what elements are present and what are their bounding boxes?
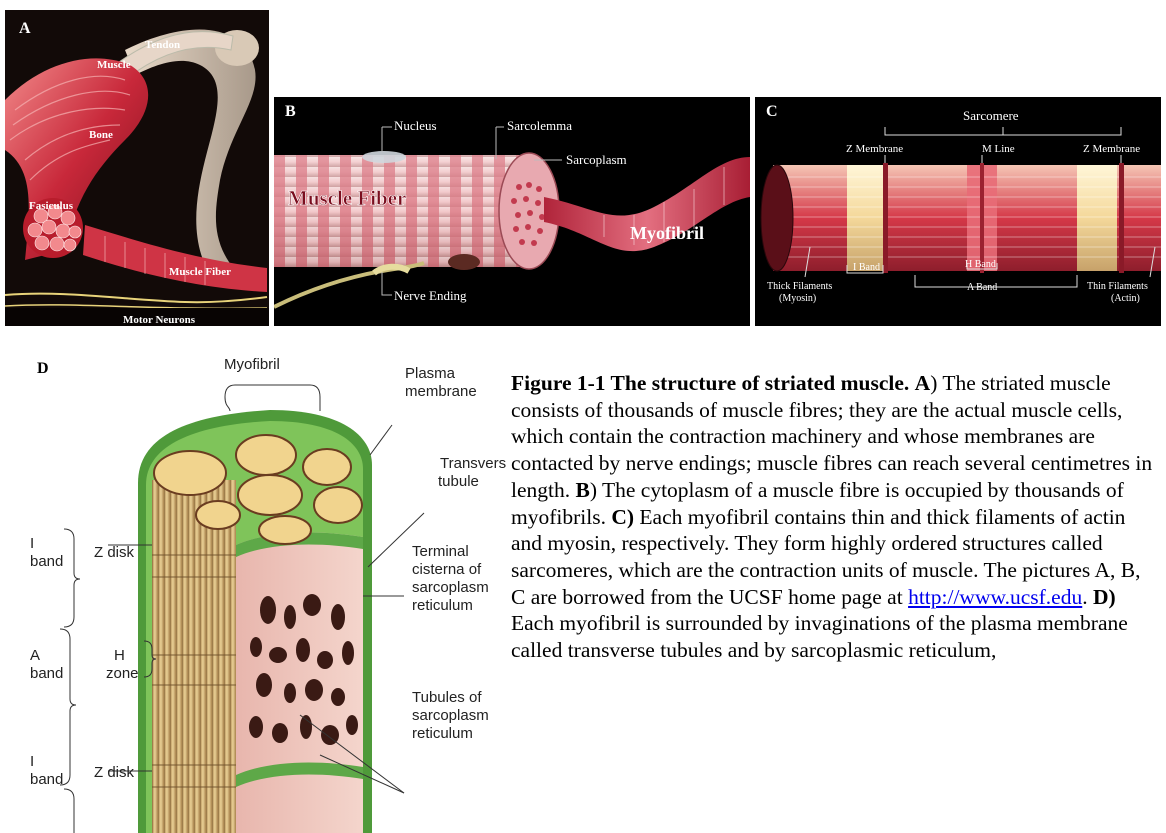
label-terminal-cisterna-4: reticulum — [412, 597, 473, 614]
caption-d-letter: D) — [1093, 585, 1116, 609]
muscle-fiber-illustration: Nucleus Sarcolemma Sarcoplasm Muscle Fib… — [274, 97, 750, 326]
label-i-band-bottom-1: I — [30, 753, 34, 770]
panel-d-image: D Myofibril Plasma membrane Transvers tu… — [20, 355, 510, 833]
caption-a-letter: A — [915, 371, 931, 395]
label-a-band-2: band — [30, 665, 63, 682]
label-motor-neurons: Motor Neurons — [123, 314, 196, 326]
caption-d-text: Each myofibril is surrounded by invagina… — [511, 611, 1128, 662]
label-i-band-top-2: band — [30, 553, 63, 570]
label-transverse-tubule-1: Transvers — [440, 455, 506, 472]
label-muscle-fiber: Muscle Fiber — [288, 186, 406, 210]
label-h-band: H Band — [965, 259, 996, 270]
label-bone: Bone — [89, 129, 113, 141]
caption-after-link: . — [1082, 585, 1087, 609]
label-i-band: I Band — [853, 262, 880, 273]
figure-caption: Figure 1-1 The structure of striated mus… — [511, 370, 1156, 664]
label-myosin: (Myosin) — [779, 293, 816, 304]
sarcomere-illustration: Sarcomere Z Membrane M Line Z Membrane I… — [755, 97, 1161, 326]
label-z-membrane-right: Z Membrane — [1083, 143, 1140, 155]
label-h-zone-1: H — [114, 647, 125, 664]
label-tubules-1: Tubules of — [412, 689, 482, 706]
label-terminal-cisterna-2: cisterna of — [412, 561, 481, 578]
label-nerve-ending: Nerve Ending — [394, 288, 467, 303]
label-thick-filaments: Thick Filaments — [767, 281, 832, 292]
panel-b-image: Nucleus Sarcolemma Sarcoplasm Muscle Fib… — [274, 97, 750, 326]
label-tubules-3: reticulum — [412, 725, 473, 742]
label-terminal-cisterna-3: sarcoplasm — [412, 579, 489, 596]
label-plasma-membrane-1: Plasma — [405, 365, 455, 382]
label-sarcolemma: Sarcolemma — [507, 118, 572, 133]
ucsf-link[interactable]: http://www.ucsf.edu — [908, 585, 1082, 609]
label-fasiculus: Fasiculus — [29, 200, 74, 212]
panel-a-image: Tendon Muscle Bone Fasiculus Muscle Fibe… — [5, 10, 269, 326]
label-muscle-fiber: Muscle Fiber — [169, 266, 231, 278]
label-z-disk-bottom: Z disk — [94, 764, 134, 781]
label-sarcoplasm: Sarcoplasm — [566, 152, 627, 167]
label-actin: (Actin) — [1111, 293, 1140, 304]
label-muscle: Muscle — [97, 59, 131, 71]
label-tubules-2: sarcoplasm — [412, 707, 489, 724]
label-nucleus: Nucleus — [394, 118, 437, 133]
caption-c-letter: C) — [611, 505, 634, 529]
label-plasma-membrane-2: membrane — [405, 383, 477, 400]
label-m-line: M Line — [982, 143, 1015, 155]
label-i-band-bottom-2: band — [30, 771, 63, 788]
label-a-band-1: A — [30, 647, 40, 664]
caption-b-letter: B — [576, 478, 590, 502]
label-z-membrane-left: Z Membrane — [846, 143, 903, 155]
label-transverse-tubule-2: tubule — [438, 473, 479, 490]
label-z-disk-top: Z disk — [94, 544, 134, 561]
label-i-band-top-1: I — [30, 535, 34, 552]
label-h-zone-2: zone — [106, 665, 139, 682]
muscle-anatomy-illustration: Tendon Muscle Bone Fasiculus Muscle Fibe… — [5, 10, 269, 326]
panel-d-letter: D — [37, 360, 49, 378]
panel-c-letter: C — [766, 103, 778, 121]
label-sarcomere: Sarcomere — [963, 108, 1019, 123]
panel-c-image: Sarcomere Z Membrane M Line Z Membrane I… — [755, 97, 1161, 326]
label-thin-filaments: Thin Filaments — [1087, 281, 1148, 292]
panel-a-letter: A — [19, 20, 31, 38]
label-myofibril: Myofibril — [630, 223, 704, 243]
panel-b-letter: B — [285, 103, 296, 121]
label-a-band: A Band — [967, 282, 997, 293]
label-terminal-cisterna-1: Terminal — [412, 543, 469, 560]
label-tendon: Tendon — [145, 39, 180, 51]
caption-title: Figure 1-1 The structure of striated mus… — [511, 371, 909, 395]
label-myofibril: Myofibril — [224, 356, 280, 373]
